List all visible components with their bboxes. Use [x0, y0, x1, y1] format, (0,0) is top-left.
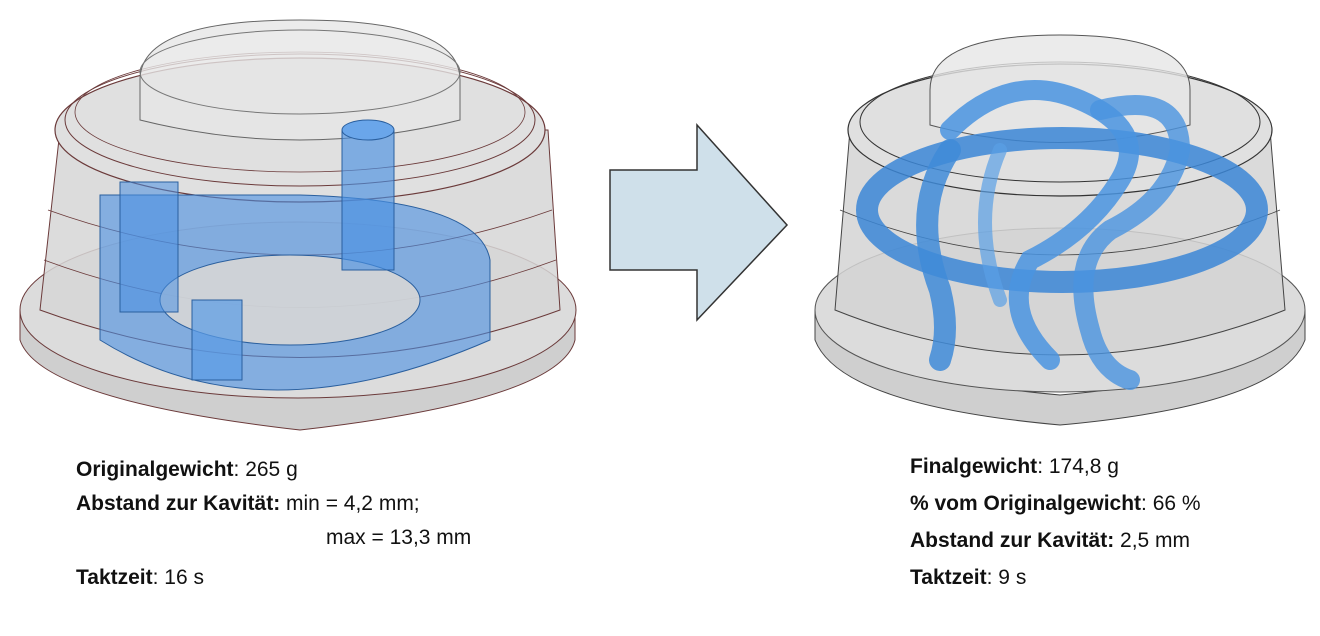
final-percent-label: % vom Originalgewicht [910, 492, 1142, 515]
final-insert-illustration [814, 34, 1306, 426]
original-distance-max: max = 13,3 mm [326, 526, 472, 549]
final-percent-value: : 66 % [1141, 492, 1201, 515]
final-cycle-line: Taktzeit: 9 s [910, 559, 1201, 596]
original-cycle-line: Taktzeit: 16 s [76, 561, 471, 595]
original-distance-label: Abstand zur Kavität: [76, 492, 281, 515]
original-insert-illustration [19, 19, 577, 431]
original-distance-min: min = 4,2 mm; [280, 492, 420, 515]
original-cycle-value: : 16 s [152, 566, 205, 589]
original-weight-value: : 265 g [233, 458, 298, 481]
original-weight-line: Originalgewicht: 265 g [76, 453, 471, 487]
final-cycle-label: Taktzeit [910, 566, 987, 589]
original-specs: Originalgewicht: 265 g Abstand zur Kavit… [76, 453, 471, 595]
original-weight-label: Originalgewicht [76, 458, 234, 481]
final-specs: Finalgewicht: 174,8 g % vom Originalgewi… [910, 448, 1201, 596]
final-weight-line: Finalgewicht: 174,8 g [910, 448, 1201, 485]
final-distance-line: Abstand zur Kavität: 2,5 mm [910, 522, 1201, 559]
original-distance-line: Abstand zur Kavität: min = 4,2 mm; [76, 487, 471, 521]
final-percent-line: % vom Originalgewicht: 66 % [910, 485, 1201, 522]
final-cooling-channels [856, 80, 1268, 390]
final-distance-label: Abstand zur Kavität: [910, 529, 1115, 552]
final-distance-value: 2,5 mm [1114, 529, 1191, 552]
final-cycle-value: : 9 s [986, 566, 1027, 589]
right-arrow-icon [609, 123, 789, 322]
original-cycle-label: Taktzeit [76, 566, 153, 589]
original-cooling-channels [99, 119, 491, 391]
final-weight-value: : 174,8 g [1037, 455, 1119, 478]
final-weight-label: Finalgewicht [910, 455, 1038, 478]
